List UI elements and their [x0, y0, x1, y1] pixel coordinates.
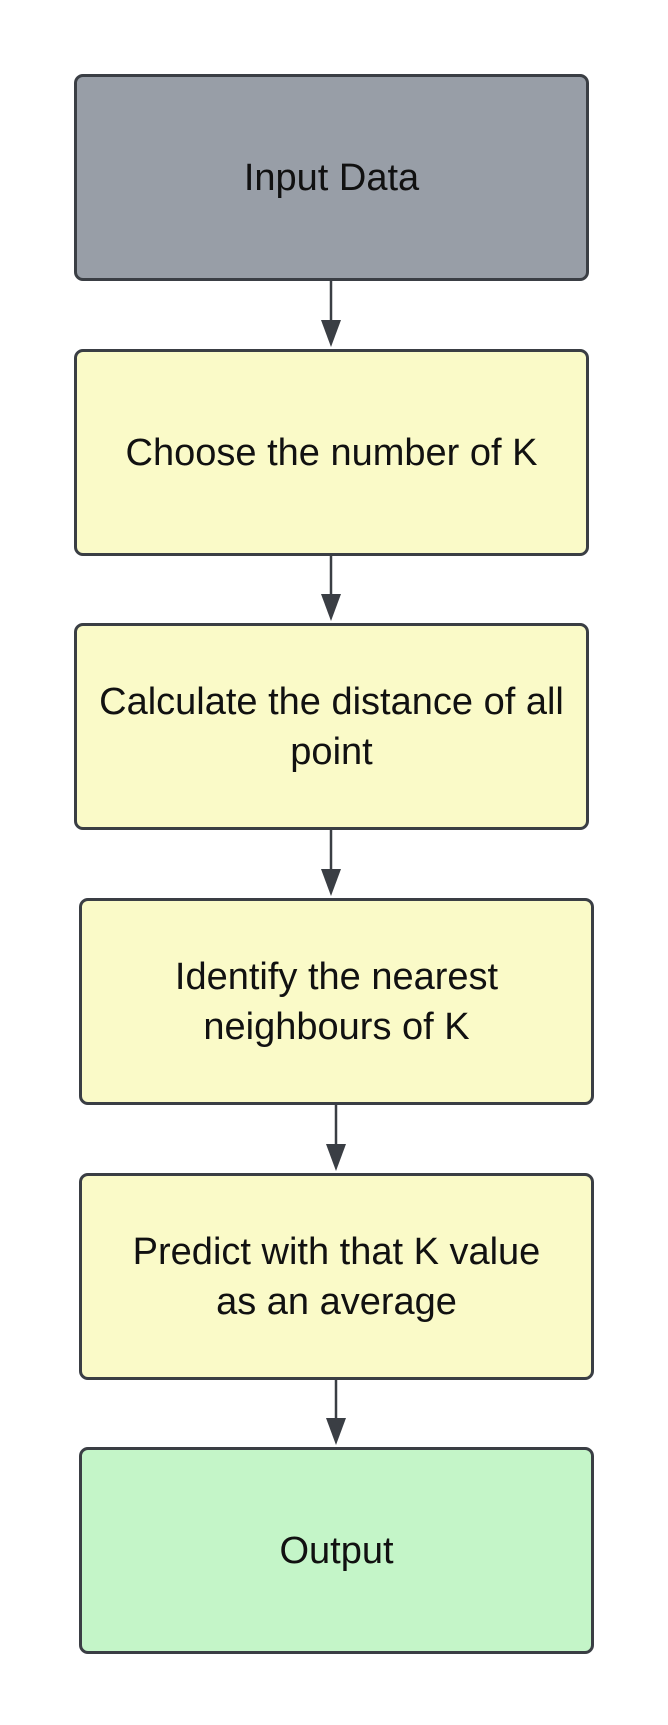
node-identify-neighbours: Identify the nearest neighbours of K — [79, 898, 594, 1105]
node-input-data-label: Input Data — [243, 156, 420, 199]
node-output-label: Output — [279, 1529, 394, 1572]
node-choose-k-label: Choose the number of K — [125, 431, 538, 474]
node-predict-label: Predict with that K value as an average — [132, 1230, 541, 1323]
node-output: Output — [79, 1447, 594, 1654]
edge-calculate-to-identify — [321, 830, 341, 896]
node-calculate-distance: Calculate the distance of all point — [74, 623, 589, 830]
edge-identify-to-predict — [326, 1105, 346, 1171]
node-choose-k: Choose the number of K — [74, 349, 589, 556]
node-identify-neighbours-label: Identify the nearest neighbours of K — [174, 955, 499, 1048]
node-predict: Predict with that K value as an average — [79, 1173, 594, 1380]
node-input-data: Input Data — [74, 74, 589, 281]
edge-choose-k-to-calculate — [321, 556, 341, 621]
edge-input-to-choose-k — [321, 281, 341, 347]
edge-predict-to-output — [326, 1380, 346, 1445]
node-calculate-distance-label: Calculate the distance of all point — [99, 680, 564, 773]
